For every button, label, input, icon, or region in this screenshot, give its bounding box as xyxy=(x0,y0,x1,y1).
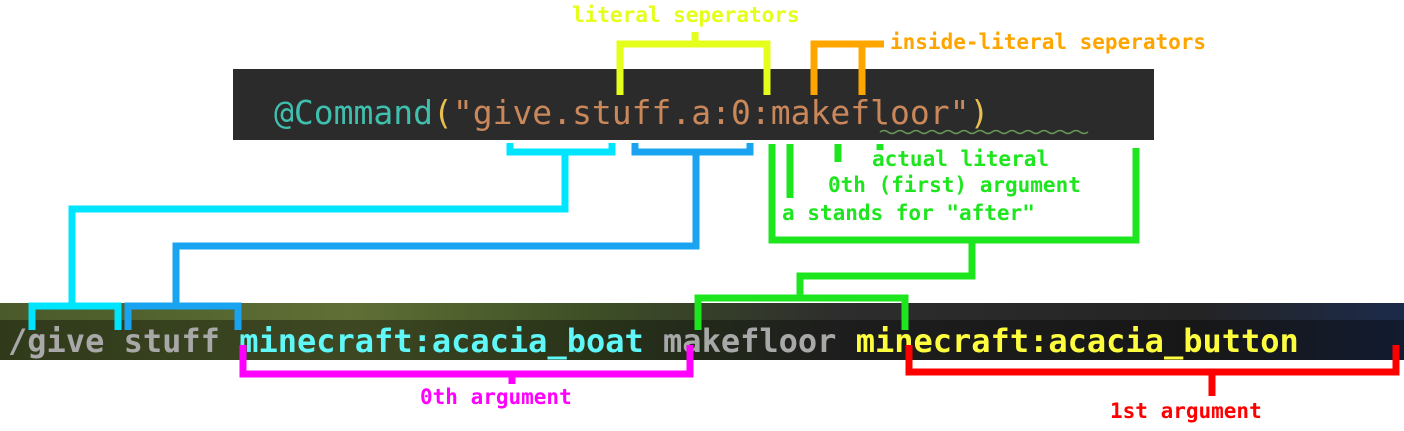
literal-connector xyxy=(694,144,1140,330)
chat-command-line: /give stuff minecraft:acacia_boat makefl… xyxy=(8,322,1299,360)
code-line: @Command("give.stuff.a:0:makefloor") xyxy=(274,93,989,132)
label-literal-separators: literal seperators xyxy=(572,3,800,27)
label-zeroth-argument: 0th argument xyxy=(420,385,572,409)
chat-give: give xyxy=(27,322,104,360)
code-sep2: . xyxy=(671,93,691,132)
code-seg-makefloor: makefloor xyxy=(771,93,950,132)
label-actual-literal: actual literal xyxy=(872,147,1049,171)
chat-arg1: minecraft:acacia_button xyxy=(856,322,1299,360)
chat-stuff: stuff xyxy=(124,322,220,360)
code-close-paren: ) xyxy=(969,93,989,132)
zeroth-argument-connector xyxy=(239,345,694,384)
label-a-stands-for-after: a stands for "after" xyxy=(782,201,1035,225)
code-seg-stuff: stuff xyxy=(572,93,671,132)
inside-literal-separators-connector xyxy=(810,40,884,95)
label-zeroth-first-argument: 0th (first) argument xyxy=(828,173,1081,197)
chat-background xyxy=(0,303,1404,360)
code-quote-open: " xyxy=(453,93,473,132)
code-quote-close: " xyxy=(950,93,970,132)
code-seg-give: give xyxy=(473,93,552,132)
label-first-argument: 1st argument xyxy=(1110,399,1262,423)
code-seg-a: a xyxy=(691,93,711,132)
literal-separators-connector xyxy=(616,32,771,95)
label-inside-literal-separators: inside-literal seperators xyxy=(890,30,1206,54)
spellcheck-squiggle xyxy=(879,129,1089,135)
chat-arg0: minecraft:acacia_boat xyxy=(239,322,644,360)
code-background xyxy=(233,69,1154,140)
code-sep1: . xyxy=(552,93,572,132)
code-annotation: @Command xyxy=(274,93,433,132)
code-seg-0: 0 xyxy=(731,93,751,132)
code-block: @Command("give.stuff.a:0:makefloor") xyxy=(233,69,1154,140)
give-connector xyxy=(28,143,616,330)
first-argument-connector xyxy=(905,345,1400,396)
stuff-connector xyxy=(124,143,754,330)
code-isep2: : xyxy=(751,93,771,132)
chat-bar: /give stuff minecraft:acacia_boat makefl… xyxy=(0,303,1404,360)
chat-overlay xyxy=(0,320,1404,360)
code-isep1: : xyxy=(711,93,731,132)
code-open-paren: ( xyxy=(433,93,453,132)
chat-slash: / xyxy=(8,322,27,360)
